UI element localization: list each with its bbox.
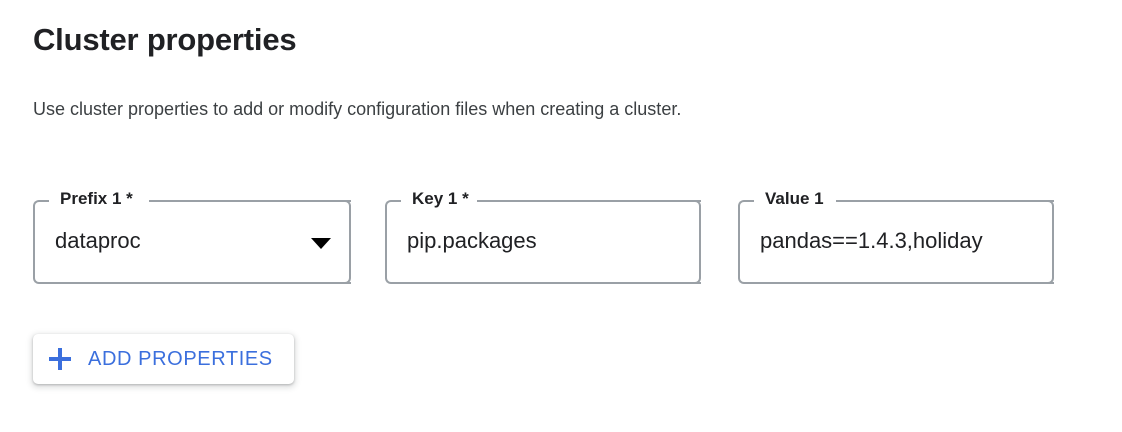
prefix-field-label: Prefix 1 *: [55, 189, 138, 209]
chevron-down-icon[interactable]: [311, 238, 331, 249]
key-input-field[interactable]: Key 1 * pip.packages: [385, 189, 701, 284]
add-properties-button[interactable]: ADD PROPERTIES: [33, 334, 294, 384]
prefix-field-value: dataproc: [55, 228, 141, 253]
value-field-label: Value 1: [760, 189, 829, 209]
key-field-value: pip.packages: [407, 228, 537, 253]
page-title: Cluster properties: [33, 22, 297, 57]
prefix-select-field[interactable]: Prefix 1 * dataproc: [33, 189, 351, 284]
key-field-label: Key 1 *: [407, 189, 474, 209]
add-properties-label: ADD PROPERTIES: [88, 348, 273, 370]
plus-icon: [49, 348, 71, 370]
value-input-field[interactable]: Value 1 pandas==1.4.3,holiday: [738, 189, 1054, 284]
page-description: Use cluster properties to add or modify …: [33, 99, 682, 119]
value-field-value: pandas==1.4.3,holiday: [760, 228, 983, 253]
